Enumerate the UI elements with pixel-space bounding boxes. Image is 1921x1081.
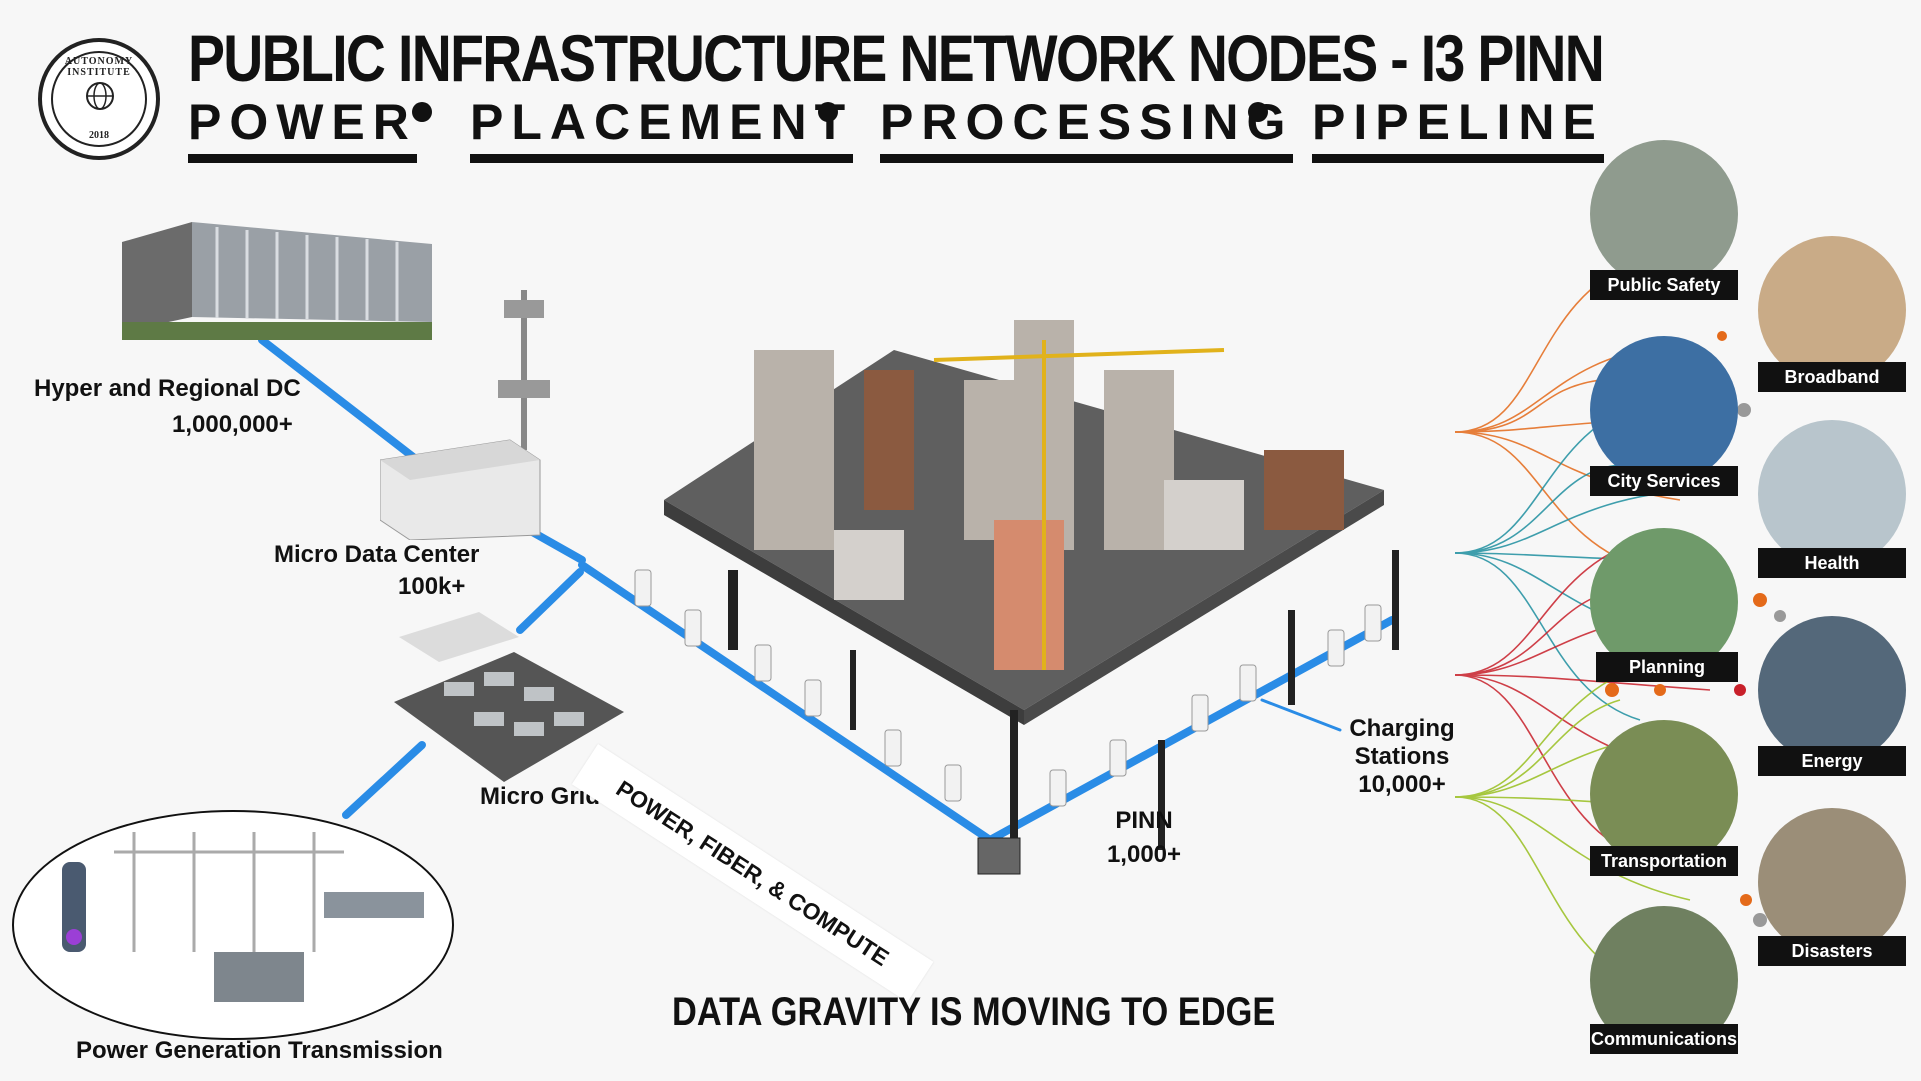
- pillar-separator: [412, 102, 432, 122]
- charging-label-line2: Stations: [1354, 743, 1450, 770]
- micro-dc-count: 100k+: [398, 573, 466, 600]
- pillar-separator: [818, 102, 838, 122]
- logo-text: AUTONOMY INSTITUTE: [64, 56, 134, 78]
- line-dc-to-microdc: [258, 336, 434, 474]
- page-title: PUBLIC INFRASTRUCTURE NETWORK NODES - I3…: [188, 21, 1605, 95]
- hyper-dc-building-image: [122, 222, 432, 340]
- pillar-separator: [1248, 102, 1268, 122]
- category-health: Health: [1758, 548, 1906, 578]
- pillar-pipeline: PIPELINE: [1312, 94, 1604, 163]
- tagline: DATA GRAVITY IS MOVING TO EDGE: [672, 990, 1276, 1034]
- disasters-photo: [1758, 808, 1906, 956]
- logo-ring: [51, 51, 147, 147]
- health-photo: [1758, 420, 1906, 568]
- globe-icon: [86, 82, 114, 110]
- charging-label-line1: Charging: [1349, 715, 1455, 742]
- category-planning: Planning: [1596, 652, 1738, 682]
- planning-photo: [1590, 528, 1738, 676]
- autonomy-institute-logo: AUTONOMY INSTITUTE 2018: [38, 38, 160, 160]
- category-city-services: City Services: [1590, 466, 1738, 496]
- city-services-photo: [1590, 336, 1738, 484]
- public-safety-photo: [1590, 140, 1738, 288]
- pillar-placement: PLACEMENT: [470, 94, 854, 163]
- hyper-dc-count: 1,000,000+: [172, 411, 293, 438]
- pillar-power: POWER: [188, 94, 417, 163]
- category-broadband: Broadband: [1758, 362, 1906, 392]
- micro-grids-image: [394, 612, 624, 782]
- category-transportation: Transportation: [1590, 846, 1738, 876]
- category-public-safety: Public Safety: [1590, 270, 1738, 300]
- line-microgrids-to-powergen: [342, 741, 426, 819]
- street-hardware: [634, 550, 1399, 875]
- line-junction-to-microgrids: [516, 568, 584, 634]
- power-gen-label: Power Generation Transmission: [76, 1037, 443, 1064]
- pinn-count: 1,000+: [1106, 841, 1182, 868]
- pinn-label: PINN: [1115, 807, 1173, 834]
- energy-photo: [1758, 616, 1906, 764]
- micro-dc-label: Micro Data Center: [274, 541, 480, 568]
- city-block-image: [664, 320, 1384, 725]
- power-generation-ellipse: [12, 810, 454, 1040]
- category-communications: Communications: [1590, 1024, 1738, 1054]
- logo-year: 2018: [89, 130, 109, 141]
- pinn-node-box: [977, 837, 1021, 875]
- transportation-photo: [1590, 720, 1738, 868]
- charging-count: 10,000+: [1358, 771, 1446, 798]
- pillar-processing: PROCESSING: [880, 94, 1294, 163]
- category-energy: Energy: [1758, 746, 1906, 776]
- line-to-charging: [1260, 698, 1342, 732]
- broadband-photo: [1758, 236, 1906, 384]
- category-disasters: Disasters: [1758, 936, 1906, 966]
- power-plant-image: [62, 832, 424, 1002]
- line-left-street: [578, 561, 994, 844]
- hyper-dc-label: Hyper and Regional DC: [34, 375, 301, 402]
- micro-data-center-image: [380, 290, 550, 540]
